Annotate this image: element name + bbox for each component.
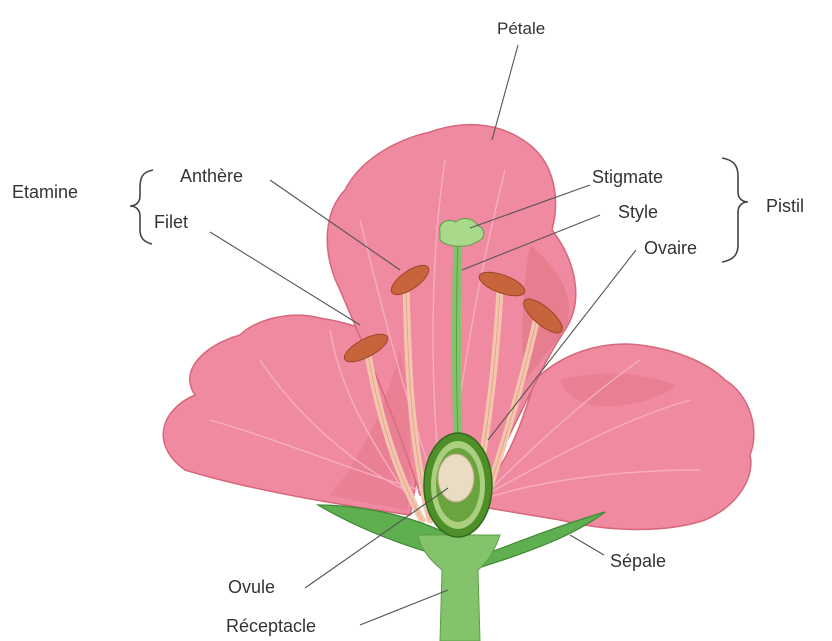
label-ovule: Ovule (228, 577, 275, 597)
label-ovaire: Ovaire (644, 238, 697, 258)
etamine-brace (130, 170, 153, 244)
label-petale: Pétale (497, 19, 545, 38)
ovule (438, 454, 474, 502)
stem (418, 535, 500, 641)
label-anthere: Anthère (180, 166, 243, 186)
label-pistil: Pistil (766, 196, 804, 216)
label-receptacle: Réceptacle (226, 616, 316, 636)
label-etamine: Etamine (12, 182, 78, 202)
label-stigmate: Stigmate (592, 167, 663, 187)
label-style: Style (618, 202, 658, 222)
pistil-brace (722, 158, 748, 262)
label-sepale: Sépale (610, 551, 666, 571)
label-filet: Filet (154, 212, 188, 232)
